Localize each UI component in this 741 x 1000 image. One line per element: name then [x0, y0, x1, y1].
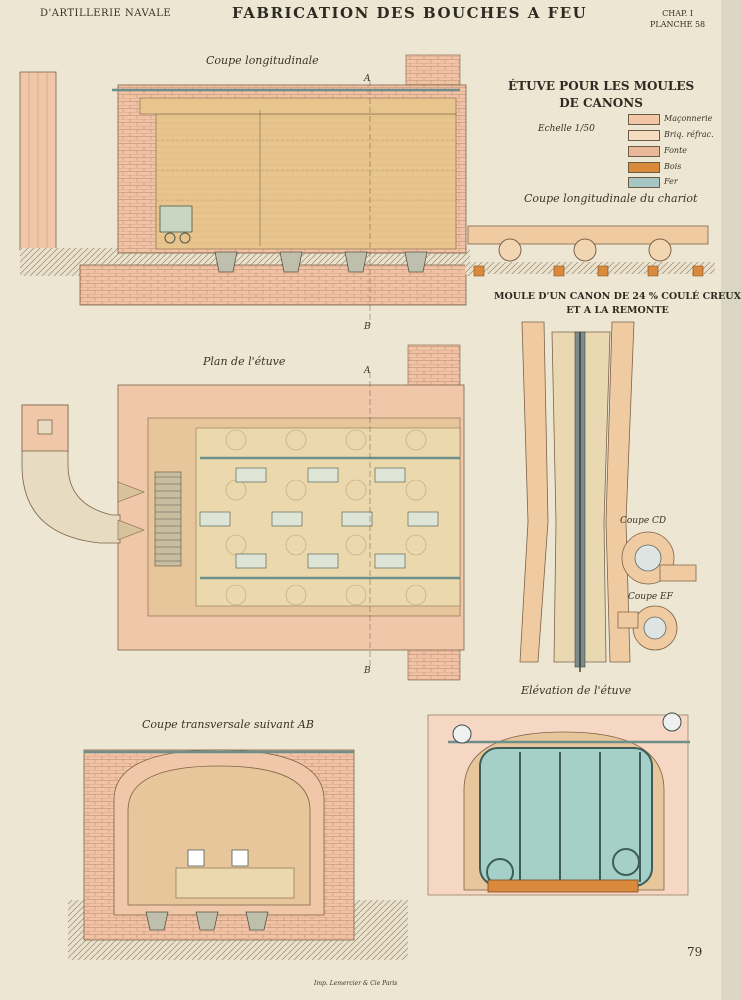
caption-chariot: Coupe longitudinale du chariot: [524, 192, 698, 205]
legend-fer: Fer: [664, 177, 678, 186]
longitudinal-section: [19, 54, 470, 326]
section-marker-b-plan: B: [364, 666, 371, 676]
legend-maconnerie: Maçonnerie: [664, 114, 713, 123]
plate-title: FABRICATION DES BOUCHES A FEU: [232, 4, 588, 22]
section-marker-a-top: A: [364, 74, 371, 84]
caption-plan: Plan de l'étuve: [203, 355, 286, 368]
section-marker-a-plan: A: [364, 366, 371, 376]
caption-longitudinal: Coupe longitudinale: [206, 54, 319, 67]
legend-heading: ÉTUVE POUR LES MOULES DE CANONS: [508, 78, 694, 112]
legend-fonte: Fonte: [664, 146, 688, 155]
swatch-bois: [628, 162, 660, 173]
caption-transverse: Coupe transversale suivant AB: [142, 718, 314, 731]
caption-elevation: Elévation de l'étuve: [521, 684, 632, 697]
section-marker-b-top: B: [364, 322, 371, 332]
swatch-fer: [628, 177, 660, 188]
page-number: 79: [687, 945, 703, 959]
mould-title-line-1: MOULE D'UN CANON DE 24 % COULÉ CREUX: [494, 291, 741, 302]
printer-imprint: Imp. Lemercier & Cie Paris: [314, 980, 398, 987]
mould-title-line-2: ET A LA REMONTE: [566, 305, 669, 316]
legend-scale: Echelle 1/50: [538, 124, 595, 134]
legend-title-line-2: DE CANONS: [559, 96, 643, 110]
caption-coupe-ef: Coupe EF: [628, 592, 673, 602]
plan-view: [21, 344, 465, 681]
legend-title-line-1: ÉTUVE POUR LES MOULES: [508, 79, 695, 93]
legend-briques: Briq. réfrac.: [664, 130, 714, 139]
technical-drawings: [19, 54, 715, 960]
swatch-maconnerie: [628, 114, 660, 125]
cannon-mould: [519, 321, 697, 672]
chapter-plate-ref: CHAP. I PLANCHE 58: [650, 8, 705, 30]
plate-label: PLANCHE 58: [650, 20, 706, 29]
mould-heading: MOULE D'UN CANON DE 24 % COULÉ CREUX ET …: [494, 290, 741, 318]
chapter-label: CHAP. I: [662, 9, 694, 18]
caption-coupe-cd: Coupe CD: [620, 516, 667, 526]
chariot-section: [465, 225, 715, 277]
series-label: D'ARTILLERIE NAVALE: [40, 8, 172, 19]
swatch-fonte: [628, 146, 660, 157]
swatch-briques: [628, 130, 660, 141]
transverse-section: [68, 749, 408, 960]
legend-bois: Bois: [664, 162, 682, 171]
elevation-view: [427, 712, 690, 896]
